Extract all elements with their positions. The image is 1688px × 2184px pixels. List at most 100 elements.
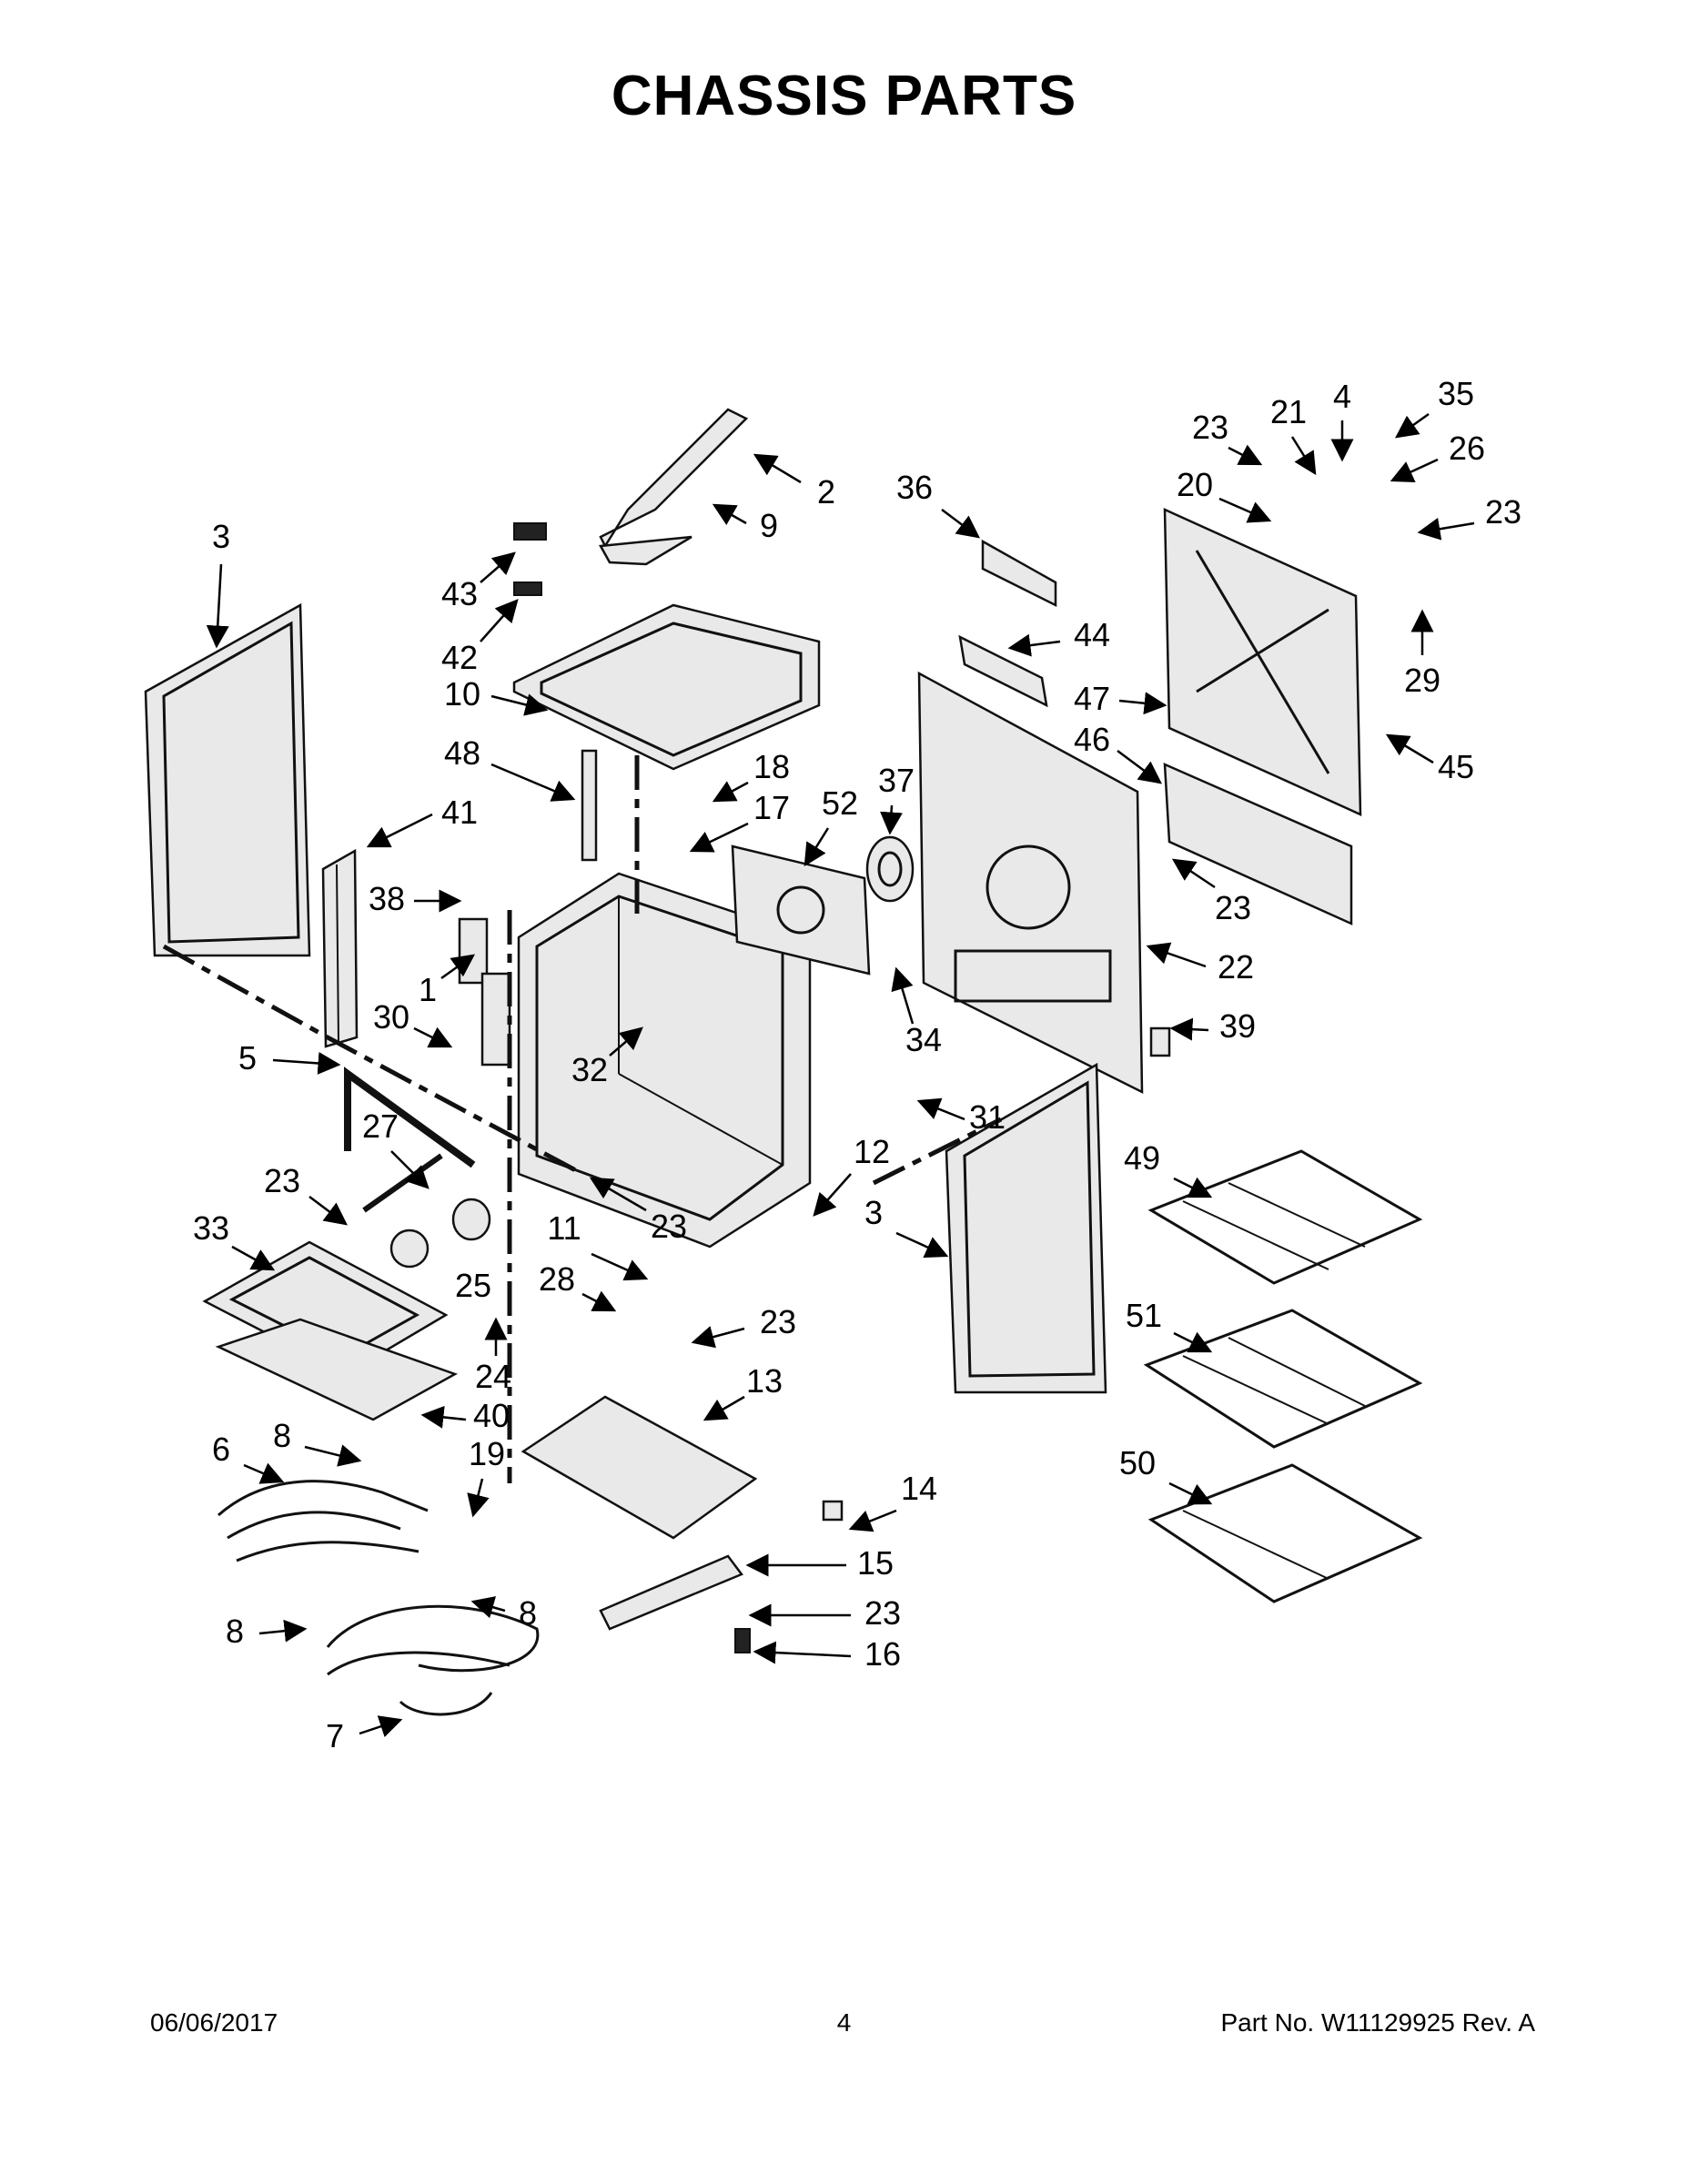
callout-48: 48 — [444, 734, 576, 802]
callout-number: 40 — [473, 1397, 510, 1434]
callout-number: 50 — [1119, 1444, 1156, 1481]
callout-4: 4 — [1330, 378, 1354, 462]
callout-number: 49 — [1124, 1139, 1160, 1177]
callout-number: 23 — [1485, 493, 1521, 531]
callout-number: 23 — [264, 1162, 300, 1199]
convection-fan-cover — [731, 844, 871, 976]
callout-number: 28 — [539, 1260, 575, 1298]
callout-number: 14 — [901, 1470, 937, 1507]
drawer-heater — [599, 1554, 743, 1631]
callout-number: 21 — [1270, 393, 1307, 430]
callout-number: 19 — [469, 1435, 505, 1472]
callout-number: 23 — [1192, 409, 1228, 446]
warming-drawer — [521, 1395, 758, 1540]
callout-number: 4 — [1333, 378, 1351, 415]
callout-number: 8 — [273, 1417, 291, 1454]
oven-rack-51 — [1143, 1309, 1423, 1449]
callout-number: 12 — [854, 1133, 890, 1170]
callout-number: 16 — [864, 1635, 901, 1673]
bake-element — [217, 1480, 429, 1562]
callout-42: 42 — [441, 599, 519, 676]
callout-28: 28 — [539, 1260, 617, 1312]
rear-wall-panel — [917, 671, 1144, 1095]
callout-1: 1 — [419, 954, 476, 1008]
callout-23-a: 23 — [264, 1162, 348, 1226]
callout-number: 24 — [475, 1358, 511, 1395]
callout-8-b: 8 — [470, 1594, 537, 1632]
bracket-44 — [958, 634, 1048, 708]
callout-number: 1 — [419, 971, 437, 1008]
callout-number: 39 — [1219, 1007, 1256, 1045]
callout-number: 18 — [753, 748, 790, 785]
callout-number: 43 — [441, 575, 478, 612]
callout-18: 18 — [712, 748, 790, 803]
callout-number: 20 — [1177, 466, 1213, 503]
callout-number: 23 — [1215, 889, 1251, 926]
callout-30: 30 — [373, 998, 453, 1048]
oven-cavity — [517, 872, 812, 1249]
callout-number: 33 — [193, 1209, 229, 1247]
callout-number: 34 — [905, 1021, 942, 1058]
callout-36: 36 — [896, 469, 980, 539]
callout-20: 20 — [1177, 466, 1272, 523]
callout-6: 6 — [212, 1431, 285, 1484]
callout-29: 29 — [1404, 609, 1440, 699]
callout-26: 26 — [1390, 430, 1485, 482]
callout-38: 38 — [369, 880, 462, 917]
callout-49: 49 — [1124, 1139, 1213, 1198]
callout-37: 37 — [878, 762, 915, 835]
callout-19: 19 — [467, 1435, 505, 1518]
callout-number: 26 — [1449, 430, 1485, 467]
callout-number: 47 — [1074, 680, 1110, 717]
callout-number: 42 — [441, 639, 478, 676]
callout-number: 25 — [455, 1267, 491, 1304]
callout-51: 51 — [1126, 1297, 1213, 1353]
callout-43: 43 — [441, 551, 516, 612]
callout-46: 46 — [1074, 721, 1163, 784]
callout-23-f: 23 — [1192, 409, 1263, 466]
callout-number: 36 — [896, 469, 933, 506]
footer-date: 06/06/2017 — [150, 2008, 278, 2037]
callout-13: 13 — [702, 1362, 783, 1421]
callout-52: 52 — [804, 784, 858, 867]
callout-12: 12 — [813, 1133, 890, 1217]
right-side-panel — [945, 1062, 1107, 1394]
callout-34: 34 — [891, 966, 942, 1058]
page-title: CHASSIS PARTS — [611, 65, 1077, 127]
callout-number: 52 — [822, 784, 858, 822]
callout-number: 2 — [817, 473, 835, 511]
lower-back-panel — [1163, 763, 1353, 925]
callout-14: 14 — [848, 1470, 937, 1532]
callout-number: 41 — [441, 794, 478, 831]
callout-16: 16 — [753, 1635, 901, 1673]
callout-32: 32 — [571, 1026, 643, 1088]
callout-17: 17 — [689, 789, 790, 853]
callout-35: 35 — [1394, 375, 1474, 439]
callout-number: 30 — [373, 998, 409, 1036]
door-gasket — [344, 1067, 476, 1168]
footer-part-number: Part No. W11129925 Rev. A — [1220, 2008, 1535, 2037]
callout-44: 44 — [1007, 616, 1110, 657]
callout-10: 10 — [444, 675, 549, 716]
callout-number: 17 — [753, 789, 790, 826]
convection-fan — [865, 835, 915, 903]
callout-number: 23 — [864, 1594, 901, 1632]
small-parts — [362, 522, 1171, 1653]
callout-number: 27 — [362, 1107, 399, 1145]
callout-3-right: 3 — [864, 1194, 949, 1259]
callout-31: 31 — [916, 1097, 1006, 1136]
callout-45: 45 — [1385, 733, 1474, 785]
footer-page-number: 4 — [836, 2008, 852, 2037]
callout-7: 7 — [326, 1715, 403, 1754]
callout-24: 24 — [475, 1317, 511, 1395]
callout-15: 15 — [745, 1544, 894, 1582]
callout-number: 6 — [212, 1431, 230, 1468]
callout-number: 46 — [1074, 721, 1110, 758]
callout-9: 9 — [712, 503, 778, 544]
callout-number: 8 — [519, 1594, 537, 1632]
callout-number: 45 — [1438, 748, 1474, 785]
callout-number: 51 — [1126, 1297, 1162, 1334]
bracket-36 — [981, 539, 1057, 608]
broil-element — [326, 1604, 540, 1716]
